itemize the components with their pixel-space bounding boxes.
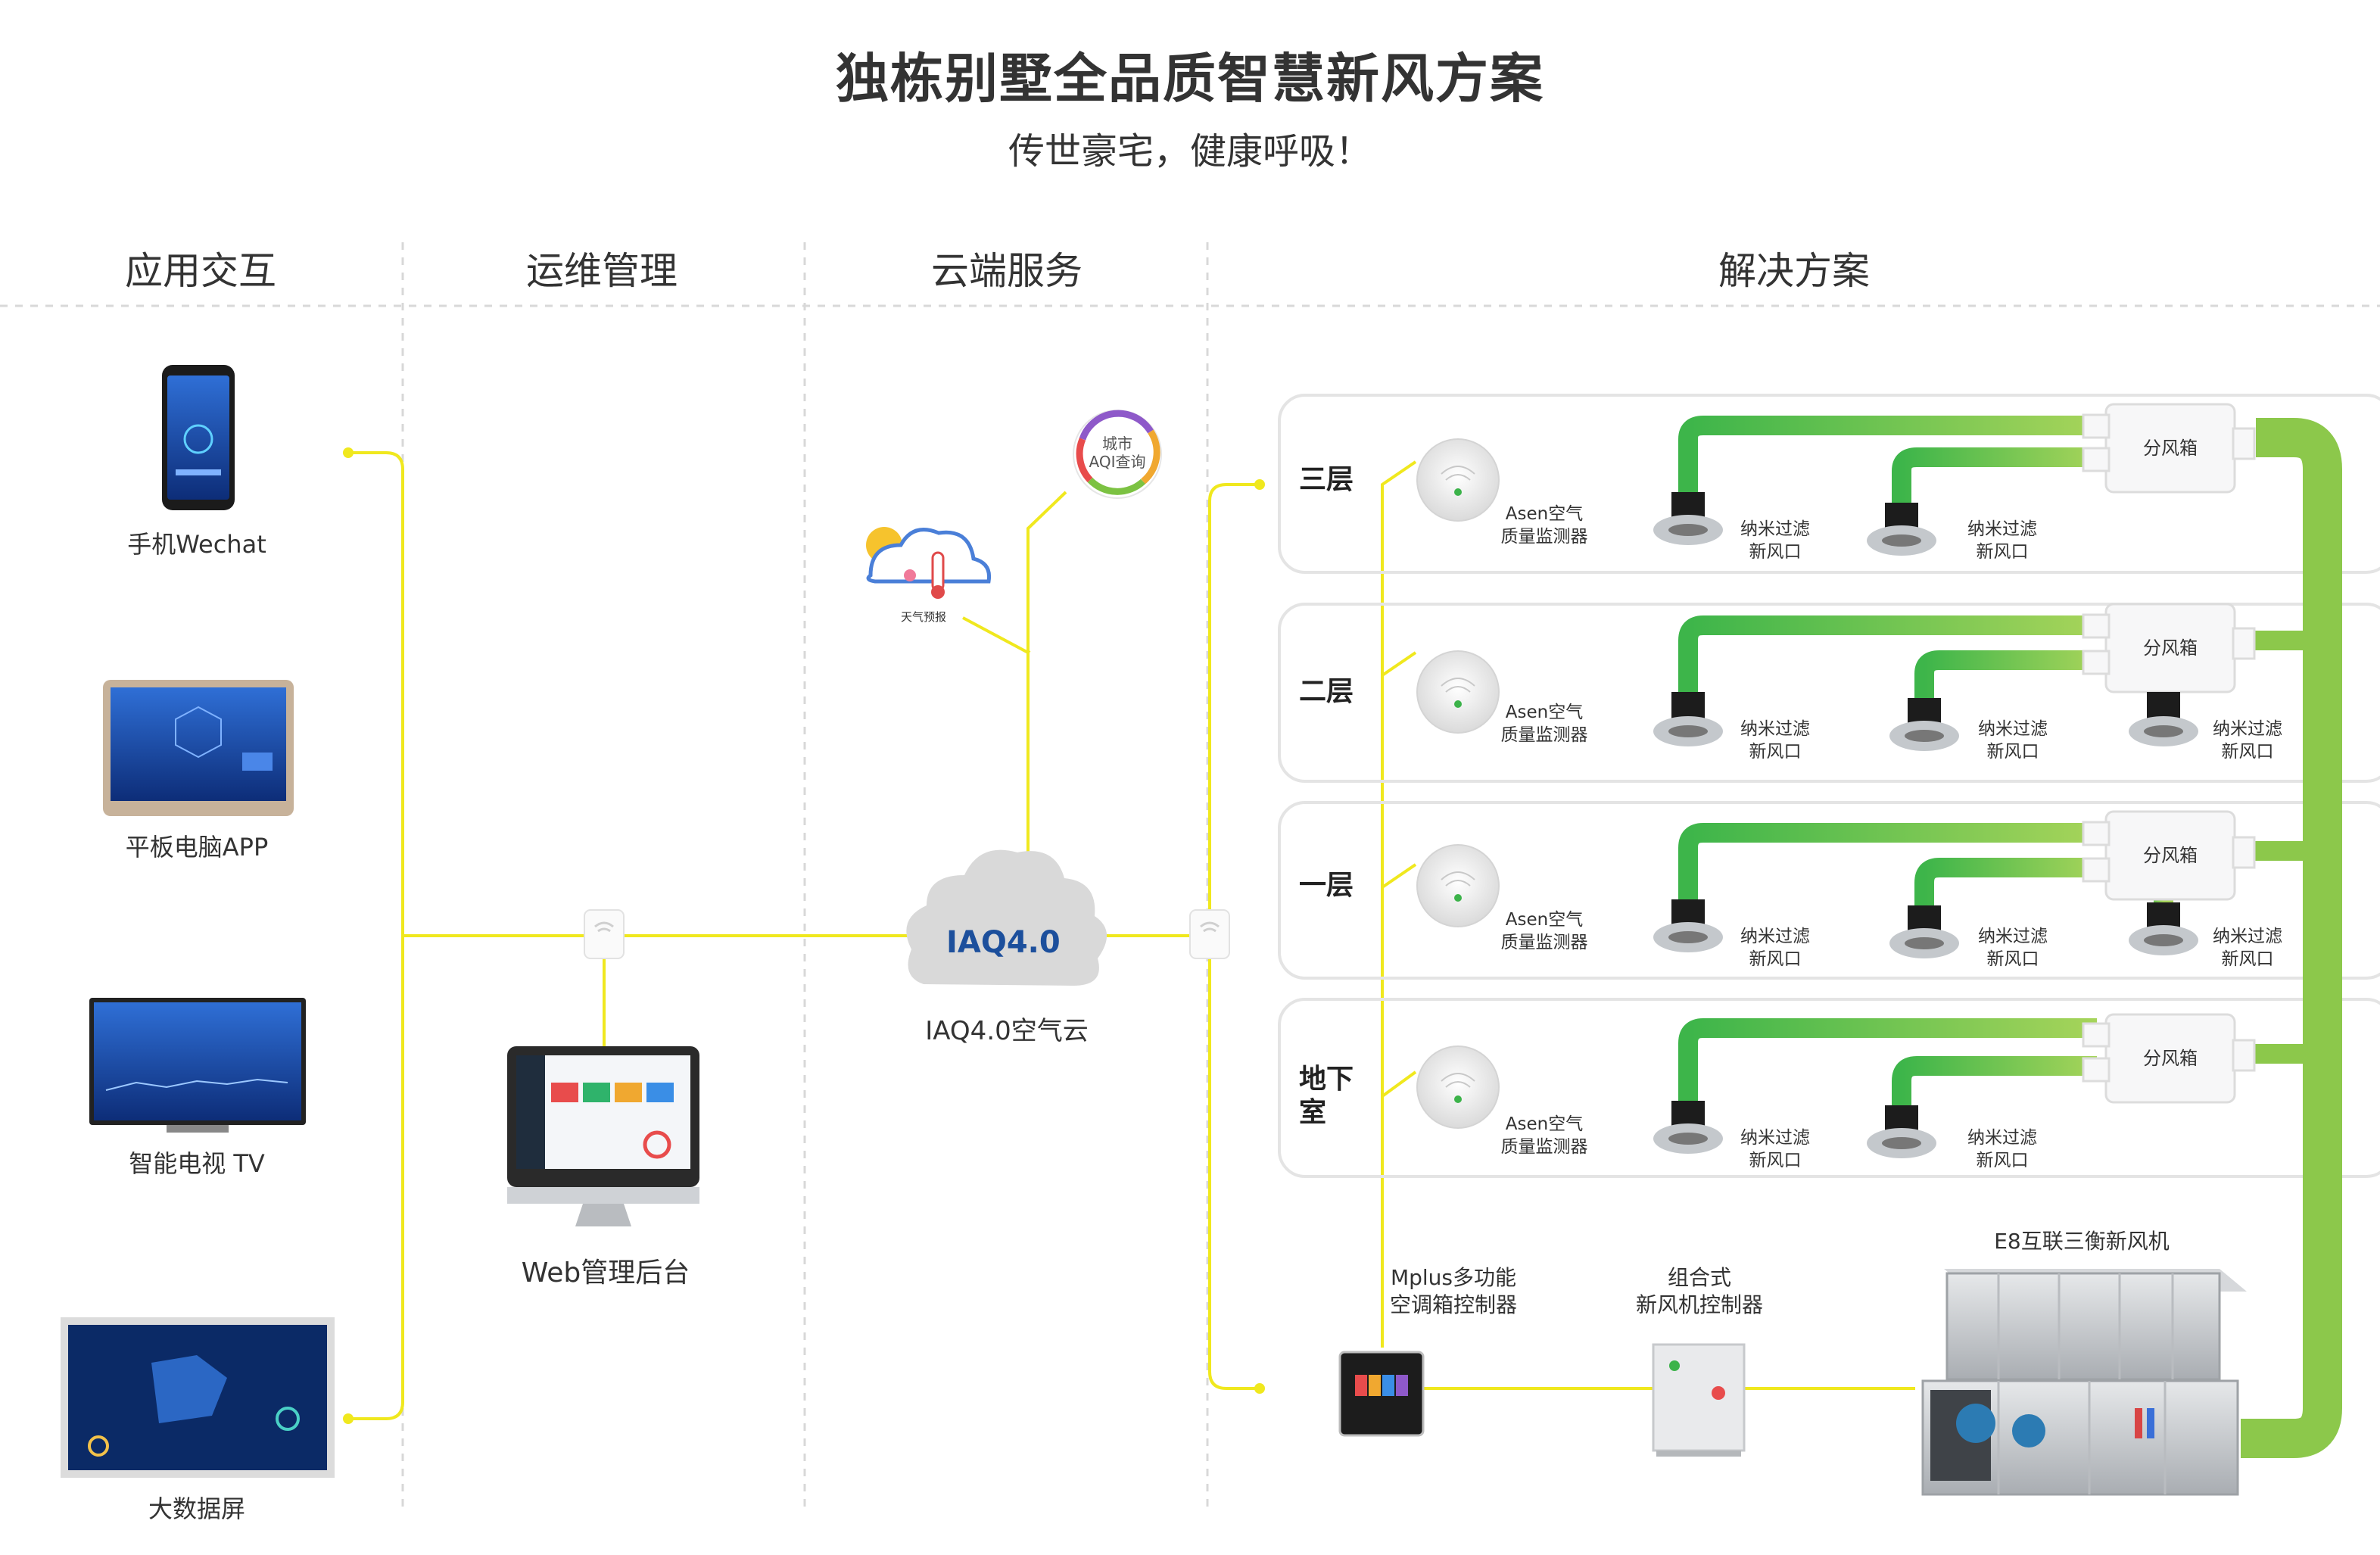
vent-label-line1: 纳米过滤 — [1978, 719, 2048, 739]
distribution-box-label: 分风箱 — [2143, 637, 2198, 659]
vent-label: 纳米过滤新风口 — [1726, 718, 1824, 763]
vent-label-line2: 新风口 — [1749, 542, 1802, 562]
distribution-boxes — [2082, 403, 2256, 1104]
vent-label-line1: 纳米过滤 — [2213, 927, 2282, 946]
page-subtitle: 传世豪宅，健康呼吸！ — [1008, 130, 1372, 173]
branch-ducts — [2248, 631, 2316, 1064]
floor-1-label: 一层 — [1299, 870, 1354, 901]
column-header-app: 应用交互 — [125, 249, 276, 293]
vent-label: 纳米过滤新风口 — [2198, 925, 2297, 971]
tv-label: 智能电视 TV — [129, 1149, 265, 1178]
mplus-controller-label: Mplus多功能 空调箱控制器 — [1370, 1264, 1537, 1319]
weather-label: 天气预报 — [900, 610, 946, 624]
aqi-ring-icon — [1073, 410, 1162, 499]
monitor-label-floor1: Asen空气 质量监测器 — [1484, 908, 1605, 954]
vent-label-line2: 新风口 — [1986, 949, 2039, 969]
e8-unit-label: E8互联三衡新风机 — [1994, 1229, 2170, 1254]
distribution-box-label: 分风箱 — [2143, 438, 2198, 459]
vent-label-line2: 新风口 — [1749, 1151, 1802, 1170]
monitor-label-floor3: Asen空气 质量监测器 — [1484, 503, 1605, 548]
tablet-device-icon — [103, 680, 294, 816]
bigscreen-label: 大数据屏 — [148, 1494, 245, 1523]
combo-label-line1: 组合式 — [1667, 1265, 1731, 1290]
mplus-label-line2: 空调箱控制器 — [1389, 1292, 1517, 1317]
vent-label-line1: 纳米过滤 — [1978, 927, 2048, 946]
vent-label-line1: 纳米过滤 — [1967, 1128, 2037, 1148]
iaq-logo-text: IAQ4.0 — [946, 925, 1061, 960]
column-header-cloud: 云端服务 — [931, 249, 1083, 293]
distribution-box-label: 分风箱 — [2143, 845, 2198, 866]
monitor-label-line1: Asen空气 — [1505, 910, 1584, 930]
vent-label-line2: 新风口 — [1976, 1151, 2029, 1170]
combo-label-line2: 新风机控制器 — [1635, 1292, 1763, 1317]
column-header-ops: 运维管理 — [526, 249, 678, 293]
mplus-label-line1: Mplus多功能 — [1390, 1265, 1517, 1290]
phone-device-icon — [162, 365, 235, 510]
bigscreen-device-icon — [61, 1317, 335, 1478]
combo-controller-label: 组合式 新风机控制器 — [1620, 1264, 1779, 1319]
vent-label-line1: 纳米过滤 — [1740, 927, 1810, 946]
aqi-label: 城市 AQI查询 — [1079, 435, 1155, 471]
vent-label-line2: 新风口 — [1976, 542, 2029, 562]
vent-label-line2: 新风口 — [1749, 949, 1802, 969]
monitor-label-line2: 质量监测器 — [1500, 725, 1588, 745]
web-admin-label: Web管理后台 — [521, 1257, 690, 1289]
vent-label-line1: 纳米过滤 — [1740, 1128, 1810, 1148]
monitor-label-line1: Asen空气 — [1505, 703, 1584, 722]
vent-label: 纳米过滤新风口 — [1726, 925, 1824, 971]
wifi-node-icon — [584, 909, 1230, 959]
floor-3-label: 三层 — [1299, 464, 1354, 495]
page-title: 独栋别墅全品质智慧新风方案 — [836, 48, 1544, 110]
vent-label: 纳米过滤新风口 — [1953, 1127, 2051, 1172]
iaq-cloud-label: IAQ4.0空气云 — [925, 1016, 1089, 1046]
combo-controller-cabinet-icon — [1652, 1343, 1746, 1457]
monitor-label-line1: Asen空气 — [1505, 504, 1584, 524]
monitor-label-floor2: Asen空气 质量监测器 — [1484, 701, 1605, 746]
vent-label-line2: 新风口 — [1749, 742, 1802, 762]
mplus-controller-icon — [1338, 1351, 1425, 1437]
aqi-label-line2: AQI查询 — [1089, 453, 1146, 471]
vent-label-line1: 纳米过滤 — [1740, 719, 1810, 739]
nano-filter-vents — [1653, 492, 2198, 1158]
monitor-label-basement: Asen空气 质量监测器 — [1484, 1113, 1605, 1158]
aqi-label-line1: 城市 — [1102, 435, 1132, 453]
vent-label-line2: 新风口 — [1986, 742, 2039, 762]
vent-label: 纳米过滤新风口 — [1964, 925, 2062, 971]
vent-label-line1: 纳米过滤 — [1967, 519, 2037, 539]
monitor-label-line2: 质量监测器 — [1500, 1137, 1588, 1157]
vent-label: 纳米过滤新风口 — [2198, 718, 2297, 763]
main-supply-duct — [2241, 418, 2342, 1458]
vent-label-line2: 新风口 — [2221, 949, 2274, 969]
vent-label: 纳米过滤新风口 — [1726, 1127, 1824, 1172]
tablet-label: 平板电脑APP — [125, 833, 269, 862]
vent-label: 纳米过滤新风口 — [1964, 718, 2062, 763]
web-monitor-icon — [507, 1046, 699, 1226]
distribution-box-label: 分风箱 — [2143, 1048, 2198, 1069]
monitor-label-line2: 质量监测器 — [1500, 527, 1588, 547]
e8-fresh-air-unit-icon — [1921, 1269, 2247, 1496]
iaq-cloud-icon — [906, 849, 1107, 986]
floor-2-label: 二层 — [1299, 676, 1354, 707]
floor-basement-label: 地下 室 — [1299, 1064, 1354, 1128]
vent-label-line2: 新风口 — [2221, 742, 2274, 762]
phone-label: 手机Wechat — [127, 530, 266, 559]
monitor-label-line2: 质量监测器 — [1500, 933, 1588, 952]
vent-label-line1: 纳米过滤 — [2213, 719, 2282, 739]
weather-cloud-icon — [866, 527, 992, 599]
vent-label: 纳米过滤新风口 — [1726, 518, 1824, 563]
air-quality-monitors — [1416, 438, 1500, 1129]
vent-label-line1: 纳米过滤 — [1740, 519, 1810, 539]
monitor-label-line1: Asen空气 — [1505, 1114, 1584, 1134]
tv-device-icon — [89, 998, 306, 1133]
floor-panels — [1278, 394, 2380, 1178]
vent-label: 纳米过滤新风口 — [1953, 518, 2051, 563]
column-header-solution: 解决方案 — [1718, 249, 1870, 293]
